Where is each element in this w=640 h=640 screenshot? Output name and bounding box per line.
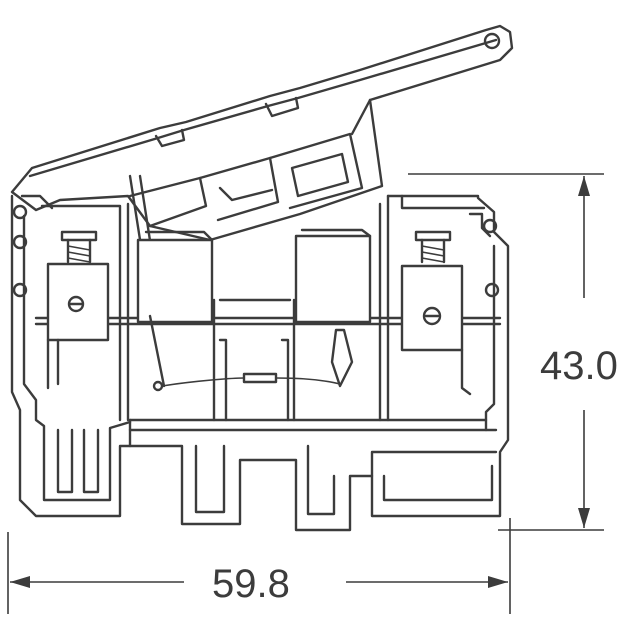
width-dimension (7, 518, 511, 614)
width-dimension-label: 59.8 (212, 562, 290, 606)
fuse-holders (136, 228, 372, 392)
height-dimension (408, 173, 604, 531)
height-dimension-label: 43.0 (540, 344, 618, 388)
left-screw-clamp (46, 230, 110, 390)
fuse-wire (161, 372, 341, 387)
right-screw-clamp (400, 230, 472, 396)
terminal-housing (10, 194, 510, 532)
